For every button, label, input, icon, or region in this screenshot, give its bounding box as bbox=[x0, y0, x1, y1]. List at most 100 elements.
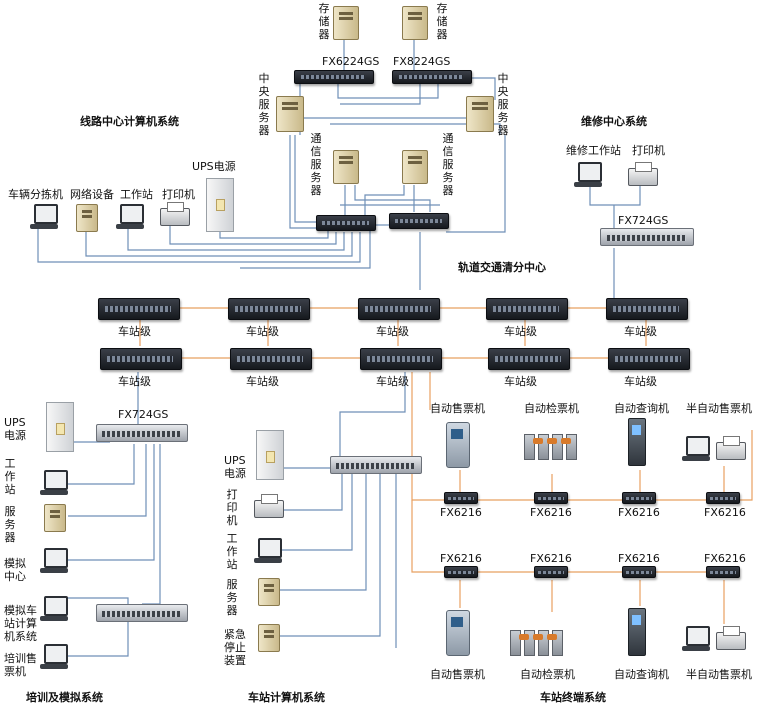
storage-server-icon bbox=[333, 6, 359, 40]
core-switch-icon bbox=[294, 70, 374, 84]
terminal-switch-icon bbox=[444, 492, 478, 504]
station-server-label: 服务器 bbox=[226, 578, 238, 617]
maintenance-printer-label: 打印机 bbox=[632, 144, 665, 157]
comm-server-label: 通信服务器 bbox=[442, 132, 454, 197]
station-level-label: 车站级 bbox=[118, 325, 151, 338]
switch-label: FX8224GS bbox=[393, 55, 451, 68]
ticket-vending-machine-icon bbox=[446, 610, 470, 656]
section-title-clearing-center: 轨道交通清分中心 bbox=[458, 261, 546, 274]
workstation-icon bbox=[116, 204, 144, 229]
sim-switch-icon bbox=[96, 604, 188, 622]
semi-auto-ticketing-printer-icon bbox=[716, 436, 746, 460]
terminal-switch-label: FX6216 bbox=[440, 552, 482, 565]
semi-auto-ticketing-pc-icon bbox=[682, 626, 710, 651]
comm-server-icon bbox=[333, 150, 359, 184]
maintenance-switch-icon bbox=[600, 228, 694, 246]
center-switch-icon bbox=[389, 213, 449, 229]
maintenance-workstation-label: 维修工作站 bbox=[566, 144, 621, 157]
training-ups-icon bbox=[46, 402, 74, 452]
station-level-switch-icon bbox=[228, 298, 310, 320]
maintenance-workstation-icon bbox=[574, 162, 602, 187]
terminal-switch-label: FX6216 bbox=[618, 506, 660, 519]
terminal-switch-label: FX6216 bbox=[530, 506, 572, 519]
terminal-device-label: 半自动售票机 bbox=[686, 402, 752, 415]
emergency-stop-icon bbox=[258, 624, 280, 652]
station-level-label: 车站级 bbox=[376, 375, 409, 388]
emergency-stop-label: 紧急停止装置 bbox=[224, 628, 246, 667]
station-level-label: 车站级 bbox=[118, 375, 151, 388]
sim-station-computer-label: 模拟车站计算机系统 bbox=[4, 604, 37, 643]
station-level-switch-icon bbox=[608, 348, 690, 370]
station-level-label: 车站级 bbox=[504, 325, 537, 338]
station-level-switch-icon bbox=[606, 298, 688, 320]
central-server-label: 中央服务器 bbox=[258, 72, 270, 137]
ups-icon bbox=[206, 178, 234, 232]
semi-auto-ticketing-printer-icon bbox=[716, 626, 746, 650]
training-server-icon bbox=[44, 504, 66, 532]
terminal-device-label: 自动售票机 bbox=[430, 402, 485, 415]
station-level-label: 车站级 bbox=[624, 375, 657, 388]
central-server-label: 中央服务器 bbox=[497, 72, 509, 137]
ups-label: UPS电源 bbox=[192, 160, 236, 173]
vehicle-sorter-label: 车辆分拣机 bbox=[8, 188, 63, 201]
terminal-switch-icon bbox=[706, 566, 740, 578]
station-level-label: 车站级 bbox=[246, 325, 279, 338]
workstation-label: 工作站 bbox=[120, 188, 153, 201]
terminal-switch-icon bbox=[622, 492, 656, 504]
training-workstation-icon bbox=[40, 470, 68, 495]
training-workstation-label: 工作站 bbox=[4, 457, 16, 496]
station-level-switch-icon bbox=[360, 348, 442, 370]
station-level-label: 车站级 bbox=[246, 375, 279, 388]
station-level-switch-icon bbox=[230, 348, 312, 370]
station-printer-icon bbox=[254, 494, 284, 518]
storage-label: 存储器 bbox=[318, 2, 330, 41]
storage-server-icon bbox=[402, 6, 428, 40]
training-switch-icon bbox=[96, 424, 188, 442]
station-level-switch-icon bbox=[486, 298, 568, 320]
query-machine-icon bbox=[628, 418, 646, 466]
station-ups-label: UPS电源 bbox=[224, 454, 246, 480]
training-ticketing-label: 培训售票机 bbox=[4, 652, 37, 678]
ticket-vending-machine-icon bbox=[446, 422, 470, 468]
terminal-switch-icon bbox=[534, 566, 568, 578]
terminal-device-label: 自动查询机 bbox=[614, 668, 669, 681]
core-switch-icon bbox=[392, 70, 472, 84]
terminal-switch-icon bbox=[622, 566, 656, 578]
query-machine-icon bbox=[628, 608, 646, 656]
station-level-switch-icon bbox=[98, 298, 180, 320]
training-ups-label: UPS电源 bbox=[4, 416, 26, 442]
terminal-switch-label: FX6216 bbox=[618, 552, 660, 565]
terminal-switch-icon bbox=[444, 566, 478, 578]
printer-icon bbox=[160, 202, 190, 226]
terminal-device-label: 自动检票机 bbox=[524, 402, 579, 415]
station-workstation-label: 工作站 bbox=[226, 532, 238, 571]
terminal-switch-icon bbox=[706, 492, 740, 504]
station-level-label: 车站级 bbox=[624, 325, 657, 338]
section-title-station-computer: 车站计算机系统 bbox=[248, 691, 325, 704]
terminal-switch-label: FX6216 bbox=[440, 506, 482, 519]
comm-server-label: 通信服务器 bbox=[310, 132, 322, 197]
maintenance-printer-icon bbox=[628, 162, 658, 186]
network-device-icon bbox=[76, 204, 98, 232]
terminal-switch-label: FX6216 bbox=[530, 552, 572, 565]
section-title-station-terminal: 车站终端系统 bbox=[540, 691, 606, 704]
terminal-device-label: 自动查询机 bbox=[614, 402, 669, 415]
station-level-label: 车站级 bbox=[504, 375, 537, 388]
training-switch-label: FX724GS bbox=[118, 408, 169, 421]
terminal-switch-icon bbox=[534, 492, 568, 504]
terminal-device-label: 自动检票机 bbox=[520, 668, 575, 681]
central-server-icon bbox=[466, 96, 494, 132]
ticket-gate-icon bbox=[524, 432, 578, 460]
station-ups-icon bbox=[256, 430, 284, 480]
station-printer-label: 打印机 bbox=[226, 488, 238, 527]
network-device-label: 网络设备 bbox=[70, 188, 114, 201]
training-server-label: 服务器 bbox=[4, 505, 16, 544]
terminal-switch-label: FX6216 bbox=[704, 506, 746, 519]
station-switch-icon bbox=[330, 456, 422, 474]
vehicle-sorter-icon bbox=[30, 204, 58, 229]
station-level-switch-icon bbox=[358, 298, 440, 320]
switch-label: FX6224GS bbox=[322, 55, 380, 68]
sim-station-computer-icon bbox=[40, 596, 68, 621]
simulation-center-label: 模拟中心 bbox=[4, 557, 26, 583]
